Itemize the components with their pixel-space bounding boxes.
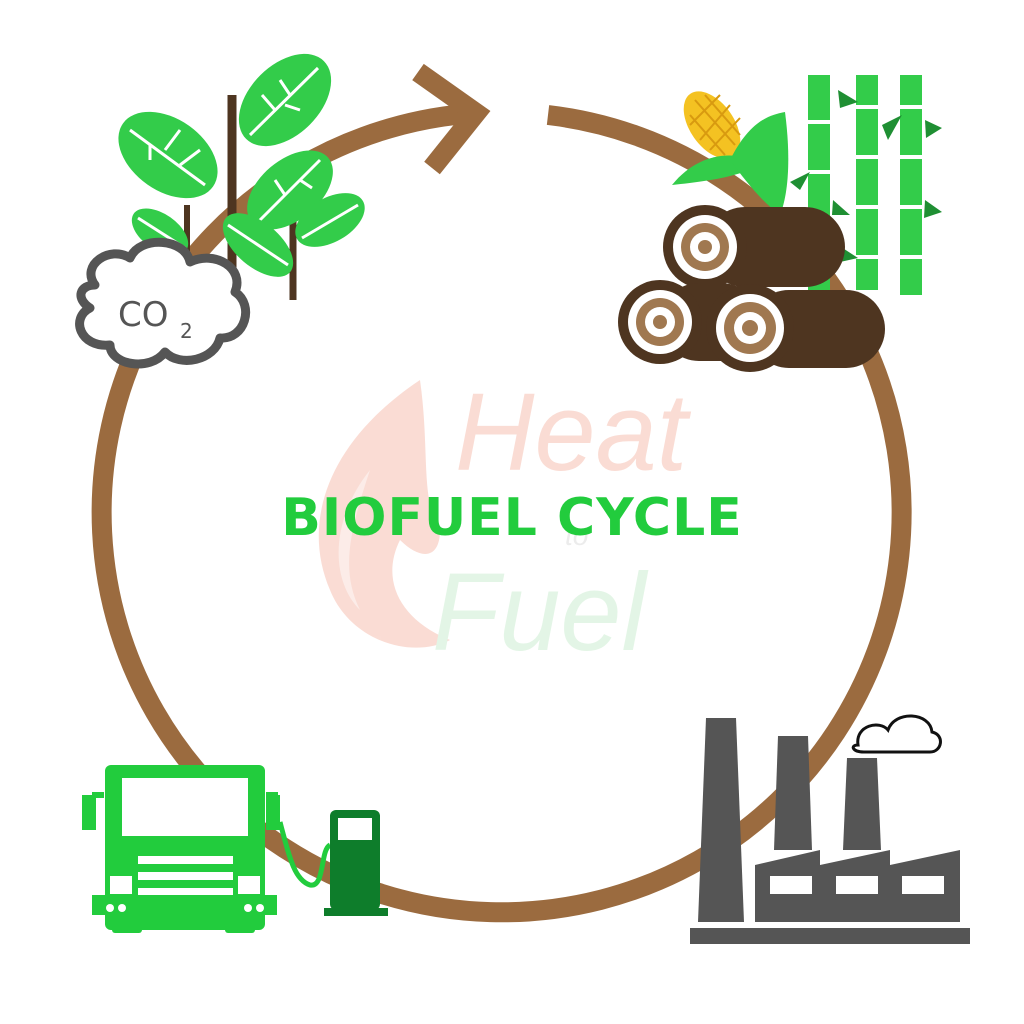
watermark-logo: Heat to Fuel <box>318 371 692 674</box>
bamboo-icon <box>790 75 942 295</box>
co2-subscript: 2 <box>180 319 193 343</box>
watermark-to-text: to <box>565 520 588 551</box>
fuel-pump-icon <box>277 810 388 916</box>
cycle-arrow-icon <box>412 63 491 175</box>
watermark-fuel-text: Fuel <box>432 551 649 674</box>
co2-label: CO <box>118 295 169 335</box>
diagram-title: BIOFUEL CYCLE <box>281 488 743 548</box>
corn-icon <box>672 91 789 215</box>
smoke-cloud-icon <box>851 714 942 754</box>
watermark-heat-text: Heat <box>455 371 692 494</box>
wood-logs-icon <box>618 205 885 372</box>
truck-icon <box>82 765 280 933</box>
factory-icon <box>690 714 970 944</box>
plant-leaves-icon <box>118 53 365 300</box>
co2-cloud-icon: CO 2 <box>75 237 251 369</box>
